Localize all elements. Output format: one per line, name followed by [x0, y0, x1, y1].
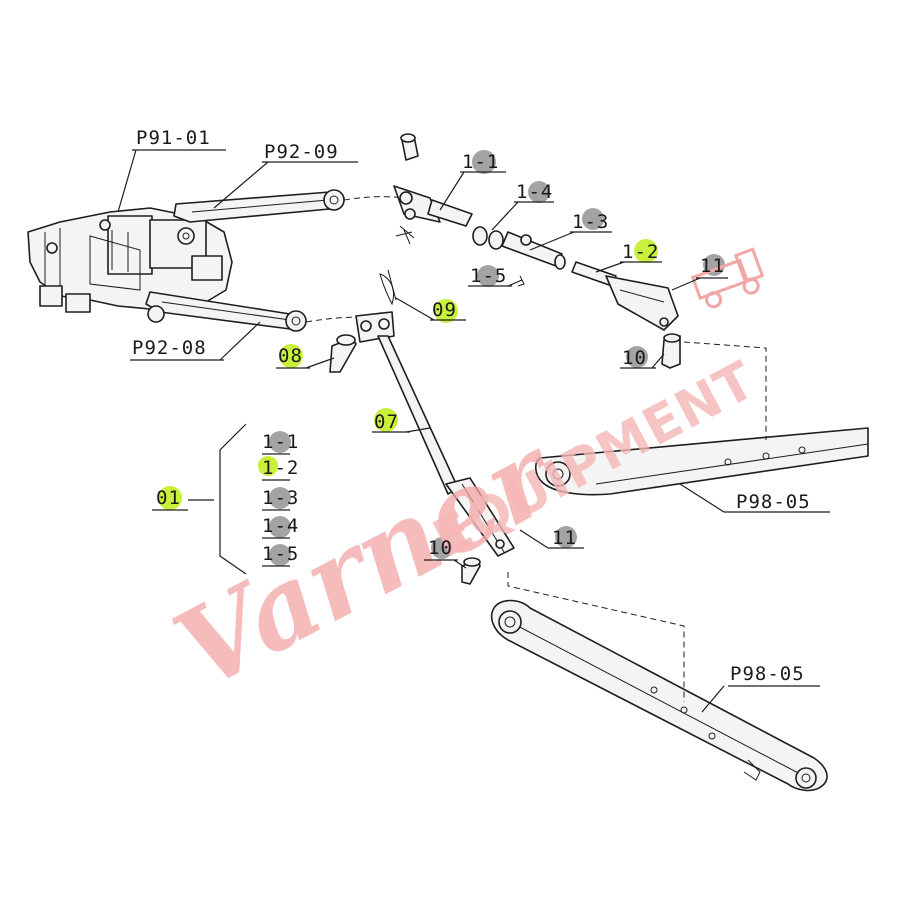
- label-10-bottom: 10: [428, 537, 453, 559]
- leader-lines: [117, 149, 830, 713]
- label-11-bottom: 11: [552, 527, 577, 549]
- truck-icon: [690, 247, 765, 309]
- label-list-1-4: 1-4: [262, 515, 299, 537]
- watermark-script: Varner: [156, 410, 579, 715]
- label-10-top: 10: [622, 347, 647, 369]
- label-p98-05-top: P98-05: [736, 491, 811, 513]
- pin-08: [329, 334, 357, 373]
- label-1-2-top: 1-2: [622, 241, 659, 263]
- label-1-4-top: 1-4: [516, 181, 553, 203]
- label-11-top: 11: [700, 255, 725, 277]
- label-list-1-2: 1-2: [262, 457, 299, 479]
- highlight-10-bottom: [431, 537, 453, 559]
- highlight-1-5-top: [477, 265, 499, 287]
- lift-arm-upper: [173, 189, 345, 223]
- highlight-1-4-top: [528, 181, 550, 203]
- label-07: 07: [374, 411, 399, 433]
- highlight-list-1-3: [269, 487, 291, 509]
- hydraulic-lift-housing: [27, 207, 233, 313]
- label-09: 09: [432, 299, 457, 321]
- highlight-list-1-2: [258, 456, 278, 476]
- top-link-assembly: [393, 133, 679, 331]
- label-1-3-top: 1-3: [572, 211, 609, 233]
- highlight-list-1-5: [269, 544, 291, 566]
- label-list-1-5: 1-5: [262, 543, 299, 565]
- lower-link-arm-bottom: [490, 599, 828, 792]
- highlight-1-3-top: [582, 208, 604, 230]
- highlight-10-top: [626, 346, 648, 368]
- lower-link-arm-top: [534, 427, 869, 496]
- highlight-01: [158, 486, 182, 510]
- pin-10-top: [661, 333, 681, 369]
- lift-rod: [355, 269, 515, 557]
- highlight-1-1-top: [472, 150, 496, 174]
- label-08: 08: [278, 345, 303, 367]
- label-highlights: [158, 150, 725, 566]
- label-list-1-1: 1-1: [262, 431, 299, 453]
- highlight-09: [434, 299, 458, 323]
- pin-10-bottom: [461, 557, 481, 585]
- label-01: 01: [156, 487, 181, 509]
- lift-arm-lower: [145, 291, 307, 332]
- label-p92-09: P92-09: [264, 141, 339, 163]
- label-p98-05-bottom: P98-05: [730, 663, 805, 685]
- highlight-list-1-4: [269, 516, 291, 538]
- highlight-11-bottom: [555, 526, 577, 548]
- highlight-list-1-1: [269, 431, 291, 453]
- highlight-07: [374, 408, 398, 432]
- highlight-08: [279, 344, 303, 368]
- label-1-1-top: 1-1: [462, 151, 499, 173]
- part-labels: P91-01 P92-09 P92-08 1-1 1-4 1-3 1-2 1-5…: [132, 127, 811, 685]
- label-list-1-3: 1-3: [262, 487, 299, 509]
- label-p91-01: P91-01: [136, 127, 211, 149]
- label-p92-08: P92-08: [132, 337, 207, 359]
- label-1-5-top: 1-5: [470, 265, 507, 287]
- highlight-1-2-top: [634, 239, 658, 263]
